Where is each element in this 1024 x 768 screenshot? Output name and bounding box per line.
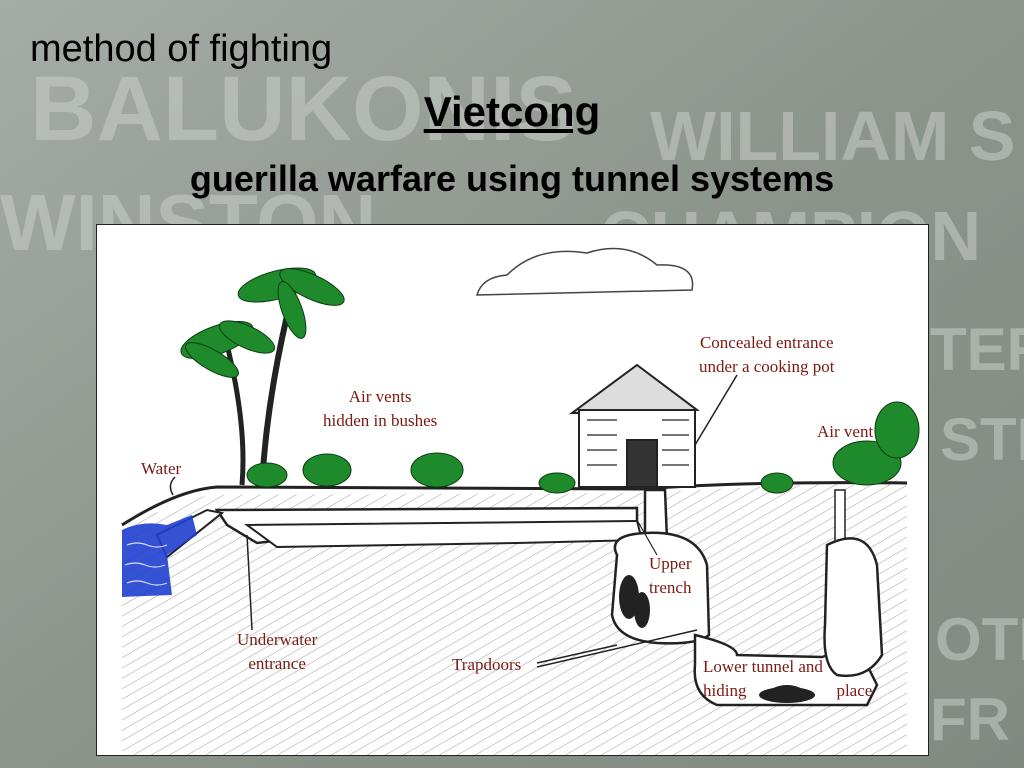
palm-trees (180, 267, 345, 486)
memorial-word: FR (930, 686, 1010, 753)
upper-trench-label: Upper trench (649, 554, 692, 597)
memorial-word: STEPH (940, 406, 1024, 473)
memorial-word: BALUKONIS (30, 58, 577, 160)
hiding-figures (619, 575, 815, 703)
trapdoors-label: Trapdoors (452, 655, 522, 674)
memorial-word: OTE (935, 606, 1024, 673)
side-chamber (823, 537, 884, 678)
underwater-entrance-label: Underwater entrance (237, 630, 318, 673)
tunnel-system-diagram: Concealed entrance under a cooking pot A… (96, 224, 929, 756)
water-label: Water (141, 459, 182, 478)
water-arrow (169, 476, 176, 496)
underwater-pointer-line (246, 534, 253, 631)
memorial-word: TERS (930, 316, 1024, 383)
water (122, 515, 197, 597)
concealed-entrance-label: Concealed entrance under a cooking pot (699, 333, 835, 376)
trapdoor-pointer-line (536, 629, 698, 668)
slide-title: Vietcong (423, 88, 601, 135)
upper-trench-pointer-line (636, 519, 658, 556)
air-vent-label: Air vent (817, 422, 874, 441)
air-vent-shaft (834, 489, 846, 546)
bushes (246, 401, 920, 494)
memorial-word: WILLIAM S (650, 97, 1015, 175)
air-vents-label: Air vents hidden in bushes (323, 387, 438, 430)
lower-tunnel (693, 633, 879, 707)
cloud (476, 247, 694, 296)
trapdoor-pointer-line (536, 644, 618, 664)
slide-subtitle: guerilla warfare using tunnel systems (189, 158, 835, 199)
slide-heading: method of fighting (30, 28, 333, 70)
hut (568, 363, 700, 488)
tunnel-drawing (121, 247, 920, 755)
